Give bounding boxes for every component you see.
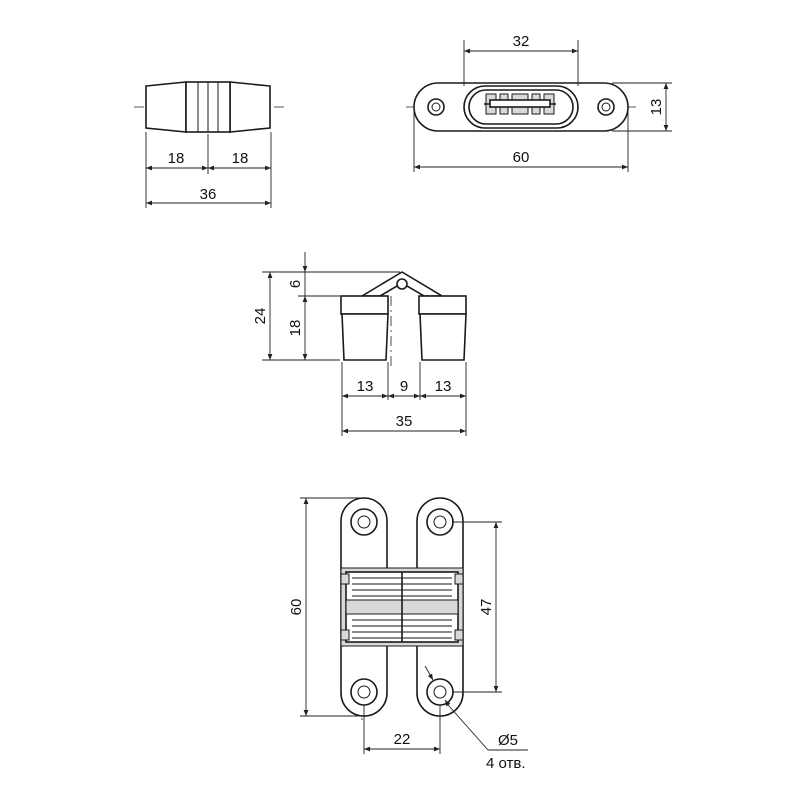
bottom-plan-view: 60 47 22 Ø5 4 отв. [288,497,528,772]
hole-bottom-right [426,678,454,706]
dim-label-22: 22 [394,731,411,748]
dim-label-13-right: 13 [435,378,452,395]
right-cup-body [419,313,467,361]
left-cup-profile [145,81,187,133]
hinge-mechanism [484,93,556,115]
top-right-plate-view: 32 60 13 [406,33,672,172]
mount-hole-right [597,98,615,116]
middle-open-view: 24 6 18 13 9 13 35 [252,252,467,436]
mount-hole-left [427,98,445,116]
left-cup-top [340,295,389,315]
dim-label-18: 18 [287,320,304,337]
dim-label-13: 13 [648,99,665,116]
dim-label-35: 35 [396,413,413,430]
dim-label-6: 6 [287,280,304,288]
hinge-knuckle-mechanism [340,567,464,647]
dim-label-32: 32 [513,33,530,50]
dim-label-diameter: Ø5 [498,732,518,749]
dim-label-36: 36 [200,186,217,203]
dim-label-13-left: 13 [357,378,374,395]
dim-label-60: 60 [288,599,305,616]
hole-top-right [426,508,454,536]
dim-label-47: 47 [478,599,495,616]
dim-label-9: 9 [400,378,408,395]
leader-diameter [448,705,489,751]
dim-label-60: 60 [513,149,530,166]
pivot-pin [396,278,408,290]
left-cup-body [341,313,389,361]
hole-top-left [350,508,378,536]
top-left-side-view: 18 18 36 [134,81,286,208]
right-cup-top [418,295,467,315]
right-cup-profile [229,81,271,133]
hole-bottom-left [350,678,378,706]
dim-label-24: 24 [252,308,269,325]
dim-label-hole-count: 4 отв. [486,755,526,772]
dim-label-18-left: 18 [168,150,185,167]
dim-label-18-right: 18 [232,150,249,167]
